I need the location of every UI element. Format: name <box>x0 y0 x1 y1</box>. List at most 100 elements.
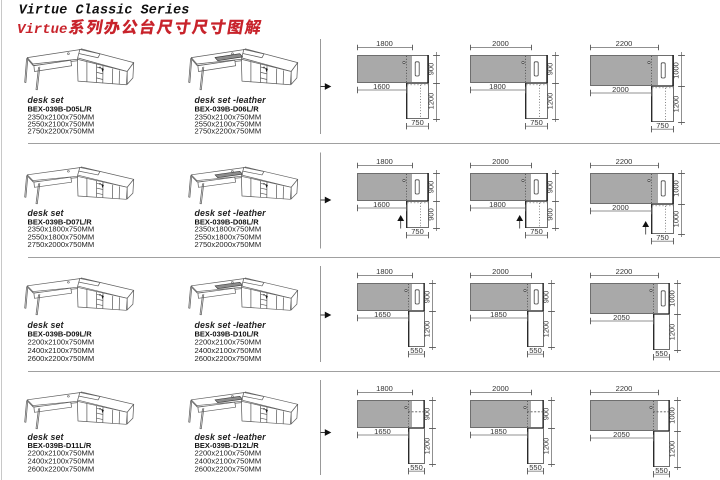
svg-text:2050: 2050 <box>613 313 630 322</box>
svg-text:BEX-039B-D10L/R: BEX-039B-D10L/R <box>195 330 260 339</box>
svg-text:1850: 1850 <box>490 310 507 319</box>
svg-text:Virtue: Virtue <box>17 22 67 38</box>
svg-text:2350x1800x750MM: 2350x1800x750MM <box>195 225 262 234</box>
svg-text:2400x2100x750MM: 2400x2100x750MM <box>195 346 262 355</box>
svg-text:BEX-039B-D07L/R: BEX-039B-D07L/R <box>28 218 93 227</box>
svg-text:1800: 1800 <box>376 157 393 166</box>
svg-text:2200x2100x750MM: 2200x2100x750MM <box>28 449 95 458</box>
svg-text:2750x2000x750MM: 2750x2000x750MM <box>28 240 95 249</box>
svg-text:1800: 1800 <box>376 267 393 276</box>
svg-text:1200: 1200 <box>672 96 681 113</box>
svg-text:1600: 1600 <box>373 82 390 91</box>
svg-text:2000: 2000 <box>612 203 629 212</box>
svg-text:desk set: desk set <box>28 320 65 330</box>
svg-text:BEX-039B-D05L/R: BEX-039B-D05L/R <box>28 105 93 114</box>
svg-text:2000: 2000 <box>612 85 629 94</box>
svg-text:1850: 1850 <box>490 427 507 436</box>
svg-text:550: 550 <box>529 463 542 472</box>
svg-text:550: 550 <box>410 463 423 472</box>
svg-text:2550x2100x750MM: 2550x2100x750MM <box>28 120 95 129</box>
svg-text:1200: 1200 <box>423 321 432 338</box>
svg-text:750: 750 <box>530 227 543 236</box>
svg-text:1200: 1200 <box>542 321 551 338</box>
svg-text:2350x1800x750MM: 2350x1800x750MM <box>28 225 95 234</box>
svg-text:900: 900 <box>546 181 555 194</box>
svg-text:750: 750 <box>530 118 543 127</box>
svg-text:2400x2100x750MM: 2400x2100x750MM <box>28 346 95 355</box>
svg-text:900: 900 <box>542 408 551 421</box>
svg-text:2000: 2000 <box>492 267 509 276</box>
svg-text:1000: 1000 <box>672 180 681 197</box>
svg-text:2750x2000x750MM: 2750x2000x750MM <box>195 240 262 249</box>
svg-text:2050: 2050 <box>613 430 630 439</box>
svg-text:750: 750 <box>656 121 669 130</box>
svg-text:2200: 2200 <box>616 39 633 48</box>
svg-text:900: 900 <box>427 181 436 194</box>
svg-text:900: 900 <box>542 291 551 304</box>
svg-text:desk set: desk set <box>28 208 65 218</box>
svg-text:desk set -leather: desk set -leather <box>195 95 267 105</box>
svg-text:2000: 2000 <box>492 384 509 393</box>
svg-text:1600: 1600 <box>373 200 390 209</box>
svg-text:1200: 1200 <box>427 93 436 110</box>
svg-text:desk set -leather: desk set -leather <box>195 208 267 218</box>
svg-text:2200x2100x750MM: 2200x2100x750MM <box>195 449 262 458</box>
svg-text:1000: 1000 <box>668 407 677 424</box>
svg-text:2600x2200x750MM: 2600x2200x750MM <box>28 465 95 474</box>
svg-text:1800: 1800 <box>489 200 506 209</box>
svg-text:2750x2200x750MM: 2750x2200x750MM <box>28 127 95 136</box>
svg-text:550: 550 <box>655 466 668 475</box>
svg-text:1650: 1650 <box>374 427 391 436</box>
svg-text:550: 550 <box>410 346 423 355</box>
svg-text:900: 900 <box>423 408 432 421</box>
svg-text:desk set: desk set <box>28 95 65 105</box>
svg-text:2550x1800x750MM: 2550x1800x750MM <box>195 232 262 241</box>
svg-text:Virtue Classic Series: Virtue Classic Series <box>19 3 190 18</box>
svg-text:900: 900 <box>427 63 436 76</box>
svg-text:BEX-039B-D11L/R: BEX-039B-D11L/R <box>28 441 92 450</box>
svg-text:BEX-039B-D09L/R: BEX-039B-D09L/R <box>28 330 93 339</box>
svg-text:750: 750 <box>411 227 424 236</box>
svg-text:1200: 1200 <box>542 438 551 455</box>
svg-text:desk set -leather: desk set -leather <box>195 432 267 442</box>
svg-text:1200: 1200 <box>668 441 677 458</box>
svg-text:2200: 2200 <box>616 267 633 276</box>
svg-text:2000: 2000 <box>492 39 509 48</box>
svg-text:750: 750 <box>411 118 424 127</box>
svg-text:2200x2100x750MM: 2200x2100x750MM <box>195 338 262 347</box>
svg-text:1000: 1000 <box>672 62 681 79</box>
svg-text:550: 550 <box>655 349 668 358</box>
svg-text:900: 900 <box>546 208 555 221</box>
svg-text:2550x2100x750MM: 2550x2100x750MM <box>195 120 262 129</box>
svg-text:1000: 1000 <box>672 211 681 228</box>
svg-text:BEX-039B-D08L/R: BEX-039B-D08L/R <box>195 218 260 227</box>
svg-text:2400x2100x750MM: 2400x2100x750MM <box>28 457 95 466</box>
svg-text:2750x2200x750MM: 2750x2200x750MM <box>195 127 262 136</box>
svg-text:1200: 1200 <box>423 438 432 455</box>
svg-text:1800: 1800 <box>489 82 506 91</box>
svg-text:900: 900 <box>546 63 555 76</box>
svg-text:2350x2100x750MM: 2350x2100x750MM <box>195 112 262 121</box>
svg-text:1200: 1200 <box>668 324 677 341</box>
svg-text:2400x2100x750MM: 2400x2100x750MM <box>195 457 262 466</box>
svg-text:2550x1800x750MM: 2550x1800x750MM <box>28 232 95 241</box>
svg-text:1650: 1650 <box>374 310 391 319</box>
svg-text:2200x2100x750MM: 2200x2100x750MM <box>28 338 95 347</box>
svg-text:BEX-039B-D12L/R: BEX-039B-D12L/R <box>195 441 260 450</box>
svg-text:2600x2200x750MM: 2600x2200x750MM <box>28 354 95 363</box>
svg-text:1800: 1800 <box>376 39 393 48</box>
svg-text:2200: 2200 <box>616 157 633 166</box>
svg-text:desk set: desk set <box>28 432 65 442</box>
svg-text:desk set -leather: desk set -leather <box>195 320 267 330</box>
svg-text:2000: 2000 <box>492 157 509 166</box>
svg-text:1800: 1800 <box>376 384 393 393</box>
svg-text:900: 900 <box>423 291 432 304</box>
svg-text:550: 550 <box>529 346 542 355</box>
svg-text:2600x2200x750MM: 2600x2200x750MM <box>195 465 262 474</box>
svg-text:900: 900 <box>427 208 436 221</box>
svg-text:750: 750 <box>656 233 669 242</box>
svg-text:2200: 2200 <box>616 384 633 393</box>
svg-text:BEX-039B-D06L/R: BEX-039B-D06L/R <box>195 105 260 114</box>
svg-text:2600x2200x750MM: 2600x2200x750MM <box>195 354 262 363</box>
svg-text:2350x2100x750MM: 2350x2100x750MM <box>28 112 95 121</box>
